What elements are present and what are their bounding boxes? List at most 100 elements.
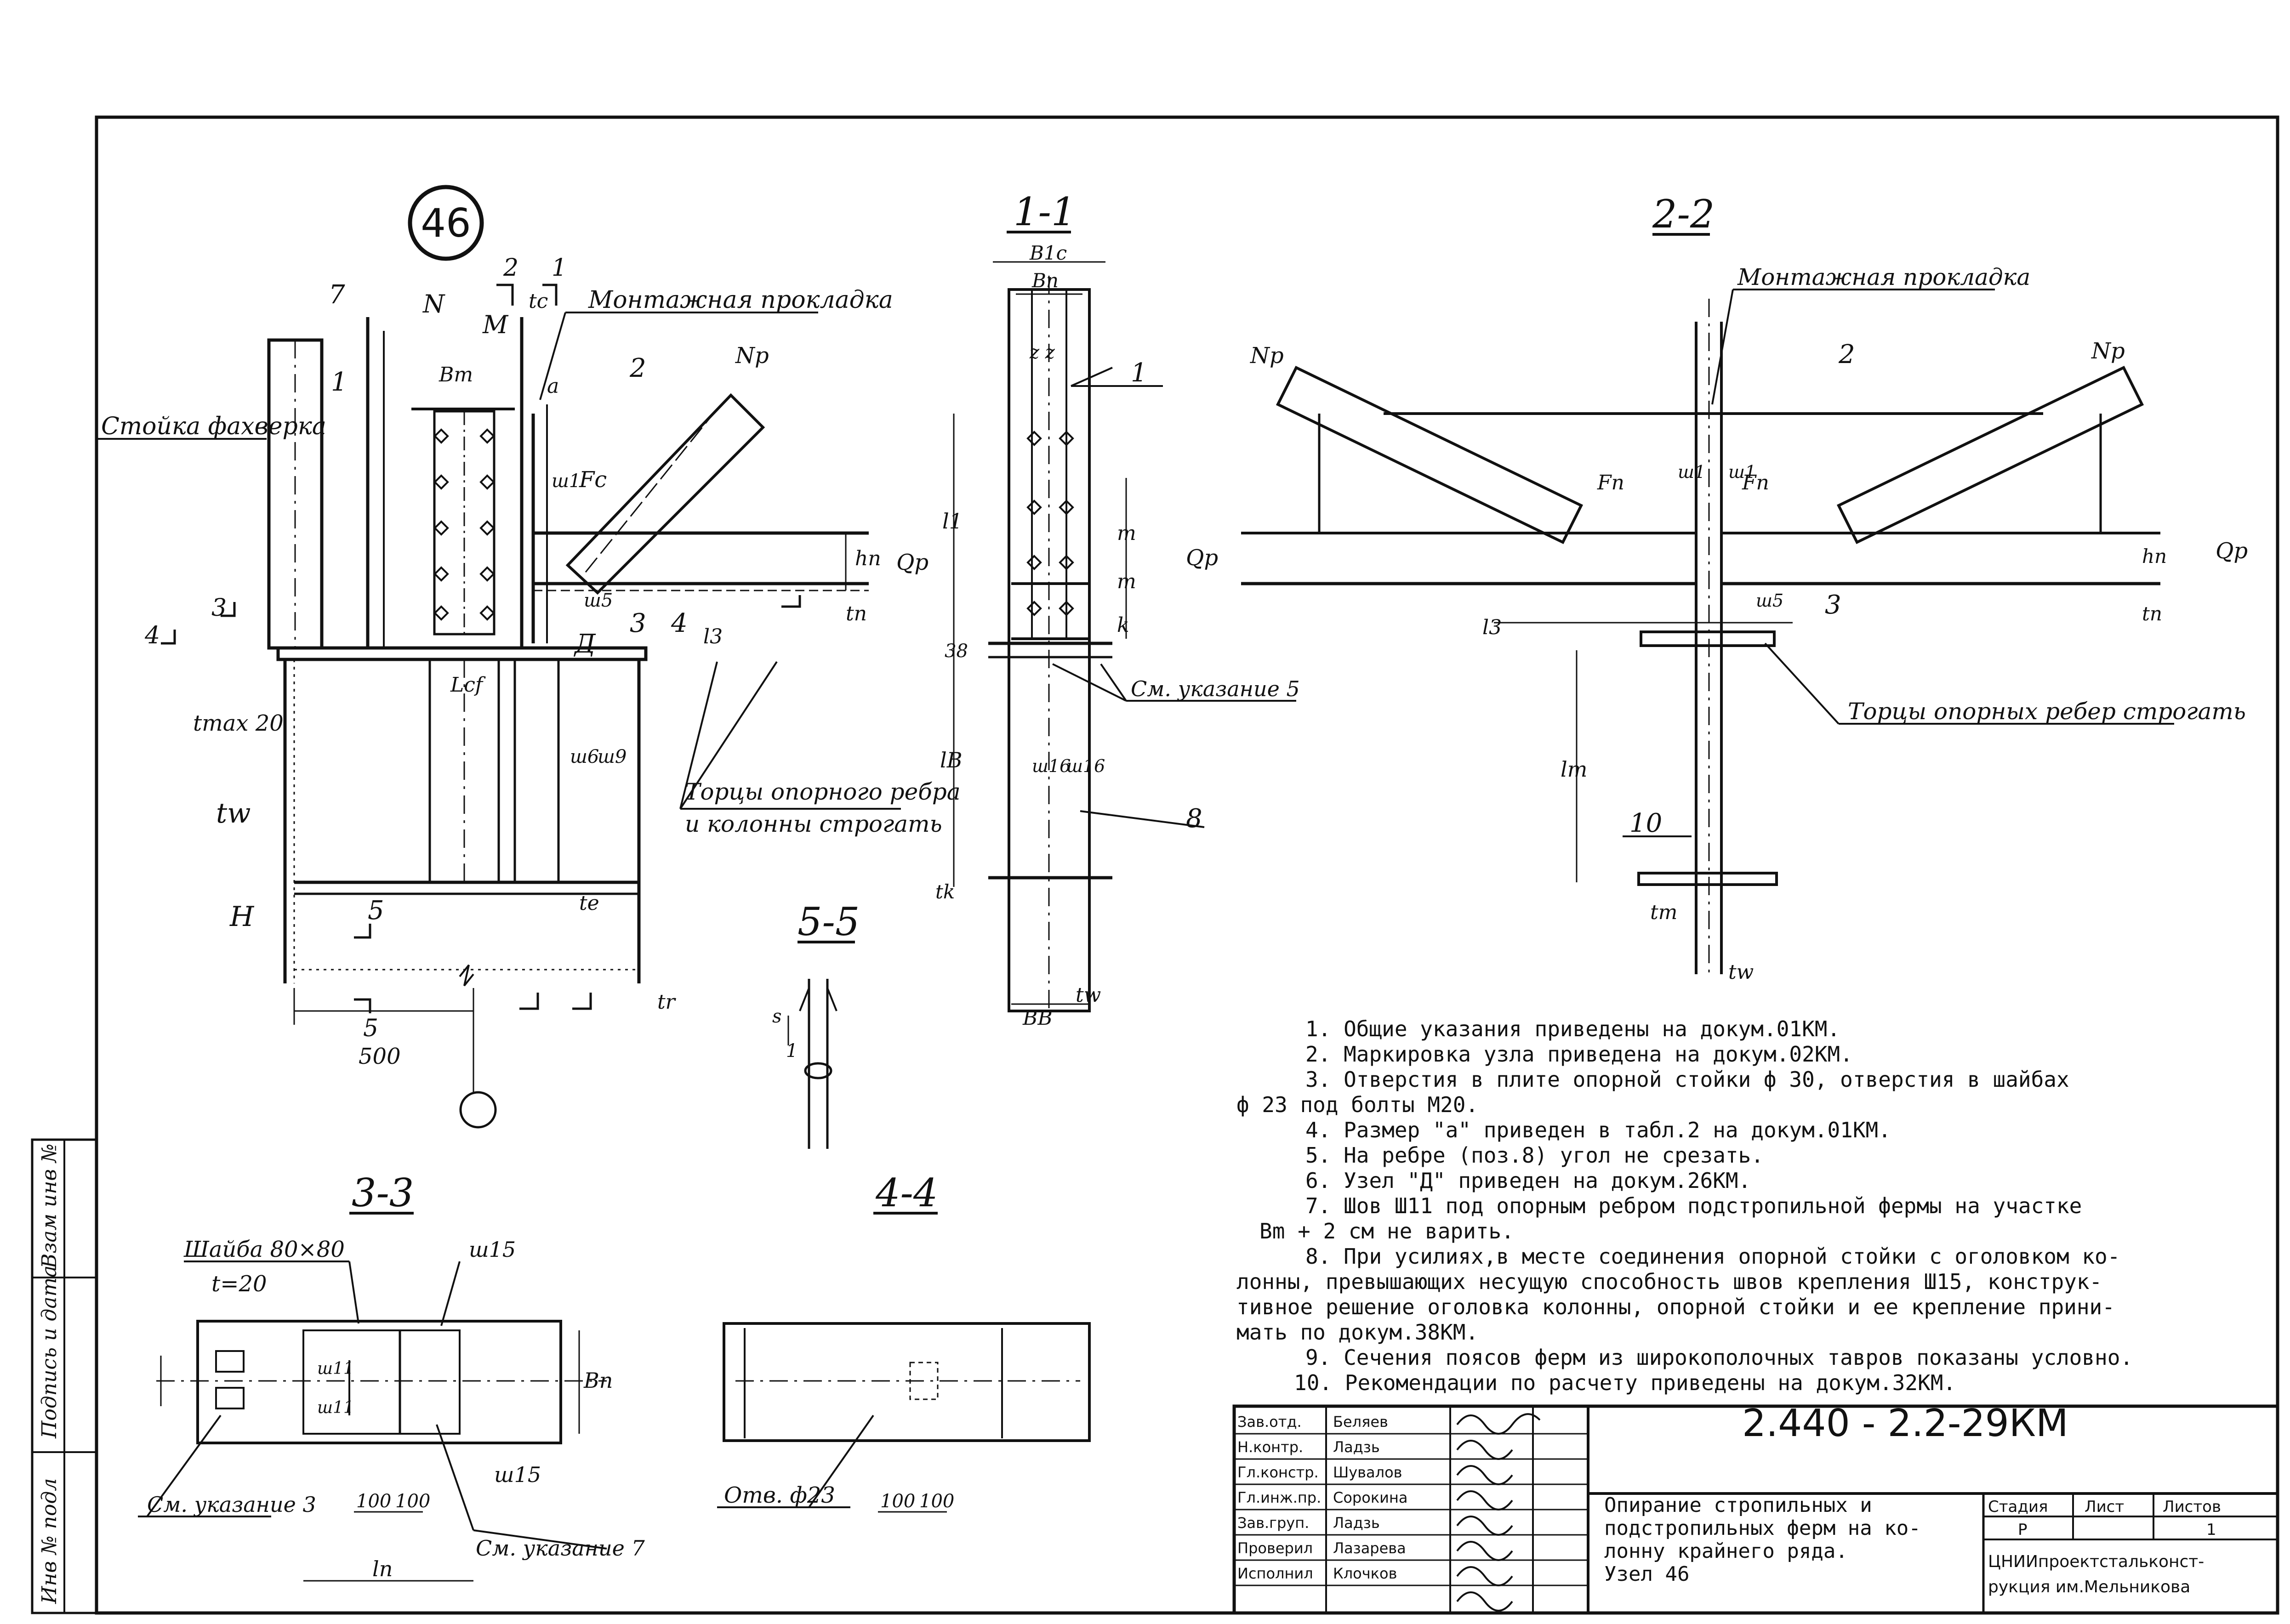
name-0: Беляев <box>1333 1413 1388 1431</box>
label-z: z z <box>1029 342 1055 363</box>
label-prokladka: Монтажная прокладка <box>588 286 893 314</box>
label-w11b: ш11 <box>317 1398 354 1417</box>
label-tmax: tmax 20 <box>193 710 284 736</box>
label-tk: tk <box>935 880 955 903</box>
label-500: 500 <box>359 1044 401 1069</box>
label-m-2: m <box>1117 570 1136 593</box>
title-line-2: подстропильных ферм на ко- <box>1604 1516 1921 1540</box>
title-4-4: 4-4 <box>875 1170 938 1215</box>
note-6: 6. Узел "Д" приведен на докум.26КМ. <box>1305 1168 1751 1193</box>
name-4: Ладзь <box>1333 1514 1380 1532</box>
cut-2: 2 <box>503 254 518 282</box>
name-5: Лазарева <box>1333 1539 1406 1557</box>
label-t20: t=20 <box>211 1271 267 1297</box>
pos-10: 10 <box>1629 808 1662 838</box>
label-bm: Bm <box>439 363 473 386</box>
label-tn-22: tn <box>2142 602 2162 625</box>
side-stamp: Инв № подл Подпись и дата Взам инв № <box>31 1138 98 1614</box>
label-qp-right: Qp <box>2216 538 2248 564</box>
label-w1: ш1 <box>552 471 581 492</box>
label-ukaz7: См. указание 7 <box>476 1536 645 1561</box>
pos-4: 4 <box>671 608 688 638</box>
label-w15-top: ш15 <box>469 1237 516 1262</box>
label-tw-22: tw <box>1728 960 1754 984</box>
pos-5: 5 <box>368 896 384 926</box>
label-100a-44: 100 <box>880 1491 915 1512</box>
title-3-3: 3-3 <box>352 1170 414 1215</box>
stamp-podpis: Подпись и дата <box>38 1266 61 1439</box>
label-w1-b: ш1 <box>1728 462 1756 482</box>
label-nr: Np <box>735 343 769 369</box>
title-block-text: 2.440 - 2.2-29КМ Опирание стропильных и … <box>1237 1402 2221 1596</box>
label-100b-44: 100 <box>919 1491 954 1512</box>
view-5-5-labels: 5-5 s 1 <box>772 899 860 1062</box>
note-8c: тивное решение оголовка колонны, опорной… <box>1236 1295 2115 1319</box>
view-1-1-labels: 1-1 B1c Bn z z l1 lB m m k tk tw BB 38 ш… <box>935 189 1300 1030</box>
label-l3: l3 <box>703 625 723 648</box>
label-w16a: ш16 <box>1032 756 1071 776</box>
view-4-4-labels: 4-4 Отв. ф23 100 100 <box>724 1170 954 1512</box>
label-m: M <box>482 310 509 339</box>
label-tn: tn <box>846 602 867 625</box>
title-1-1: 1-1 <box>1014 189 1076 234</box>
label-ukaz3: См. указание 3 <box>147 1492 316 1517</box>
note-7b: Bm + 2 см не варить. <box>1259 1219 1514 1244</box>
label-w11a: ш11 <box>317 1359 354 1378</box>
pos-2: 2 <box>629 353 646 383</box>
view-3-3-labels: 3-3 Шайба 80×80 t=20 ш15 ш15 См. указани… <box>147 1170 645 1581</box>
label-100a-33: 100 <box>356 1491 391 1512</box>
role-5: Проверил <box>1237 1539 1313 1557</box>
note-10: 10. Рекомендации по расчету приведены на… <box>1294 1370 1956 1395</box>
label-tw: tw <box>216 797 251 829</box>
label-qp-left: Qp <box>1186 545 1218 571</box>
label-bb: BB <box>1022 1006 1053 1030</box>
label-stoyka: Стойка фахверка <box>101 413 326 440</box>
label-tr: tr <box>657 990 677 1014</box>
title-line-3: лонну крайнего ряда. <box>1604 1539 1848 1563</box>
cut-4: 4 <box>144 622 160 649</box>
label-w5: ш5 <box>584 590 613 611</box>
view-section-2-2 <box>1241 233 2174 979</box>
note-8: 8. При усилиях,в месте соединения опорно… <box>1305 1244 2120 1269</box>
label-prokladka-22: Монтажная прокладка <box>1737 264 2030 290</box>
cut-3: 3 <box>211 594 227 622</box>
name-6: Клочков <box>1333 1565 1397 1582</box>
sheet-header: Лист <box>2085 1498 2124 1516</box>
pos-8: 8 <box>1186 804 1202 834</box>
label-qr: Qp <box>896 550 929 575</box>
cut-5: 5 <box>363 1015 378 1042</box>
name-2: Шувалов <box>1333 1464 1402 1481</box>
pos-1: 1 <box>331 367 347 397</box>
label-fc: Fc <box>579 467 607 493</box>
label-ukaz5: См. указание 5 <box>1131 676 1300 701</box>
label-tortsy2: и колонны строгать <box>685 811 942 837</box>
note-9: 9. Сечения поясов ферм из широкополочных… <box>1305 1345 2133 1370</box>
name-3: Сорокина <box>1333 1489 1407 1506</box>
sheets-header: Листов <box>2163 1498 2221 1516</box>
pos-3: 3 <box>630 608 646 638</box>
notes-block: 1. Общие указания приведены на докум.01К… <box>1236 1016 2133 1395</box>
role-1: Н.контр. <box>1237 1438 1303 1456</box>
label-ln: ln <box>372 1556 393 1581</box>
label-1-55: 1 <box>786 1040 798 1062</box>
role-6: Исполнил <box>1237 1565 1313 1582</box>
view-2-2-labels: 2-2 Монтажная прокладка Торцы опорных ре… <box>1186 192 2248 984</box>
org-line-1: ЦНИИпроектстальконст- <box>1988 1552 2204 1571</box>
note-1: 1. Общие указания приведены на докум.01К… <box>1305 1016 1840 1041</box>
view-46-labels: Стойка фахверка Монтажная прокладка Торц… <box>101 254 961 1069</box>
note-2: 2. Маркировка узла приведена на докум.02… <box>1305 1042 1853 1067</box>
label-tc: tc <box>529 290 548 313</box>
label-fp-right: Fп <box>1742 471 1769 494</box>
stamp-inv-podl: Инв № подл <box>38 1478 61 1604</box>
stage-header: Стадия <box>1988 1498 2048 1516</box>
sheet-value: 1 <box>2206 1521 2216 1539</box>
note-8d: мать по докум.38КМ. <box>1236 1320 1478 1345</box>
pos-7: 7 <box>329 280 345 310</box>
pos-2-22: 2 <box>1838 340 1855 369</box>
label-w6: ш6 <box>570 746 599 767</box>
stage-value: Р <box>2018 1521 2028 1539</box>
title-line-4: Узел 46 <box>1604 1562 1689 1586</box>
label-fp-left: Fп <box>1597 471 1624 494</box>
title-5-5: 5-5 <box>798 899 860 944</box>
label-d: Д <box>573 629 596 659</box>
